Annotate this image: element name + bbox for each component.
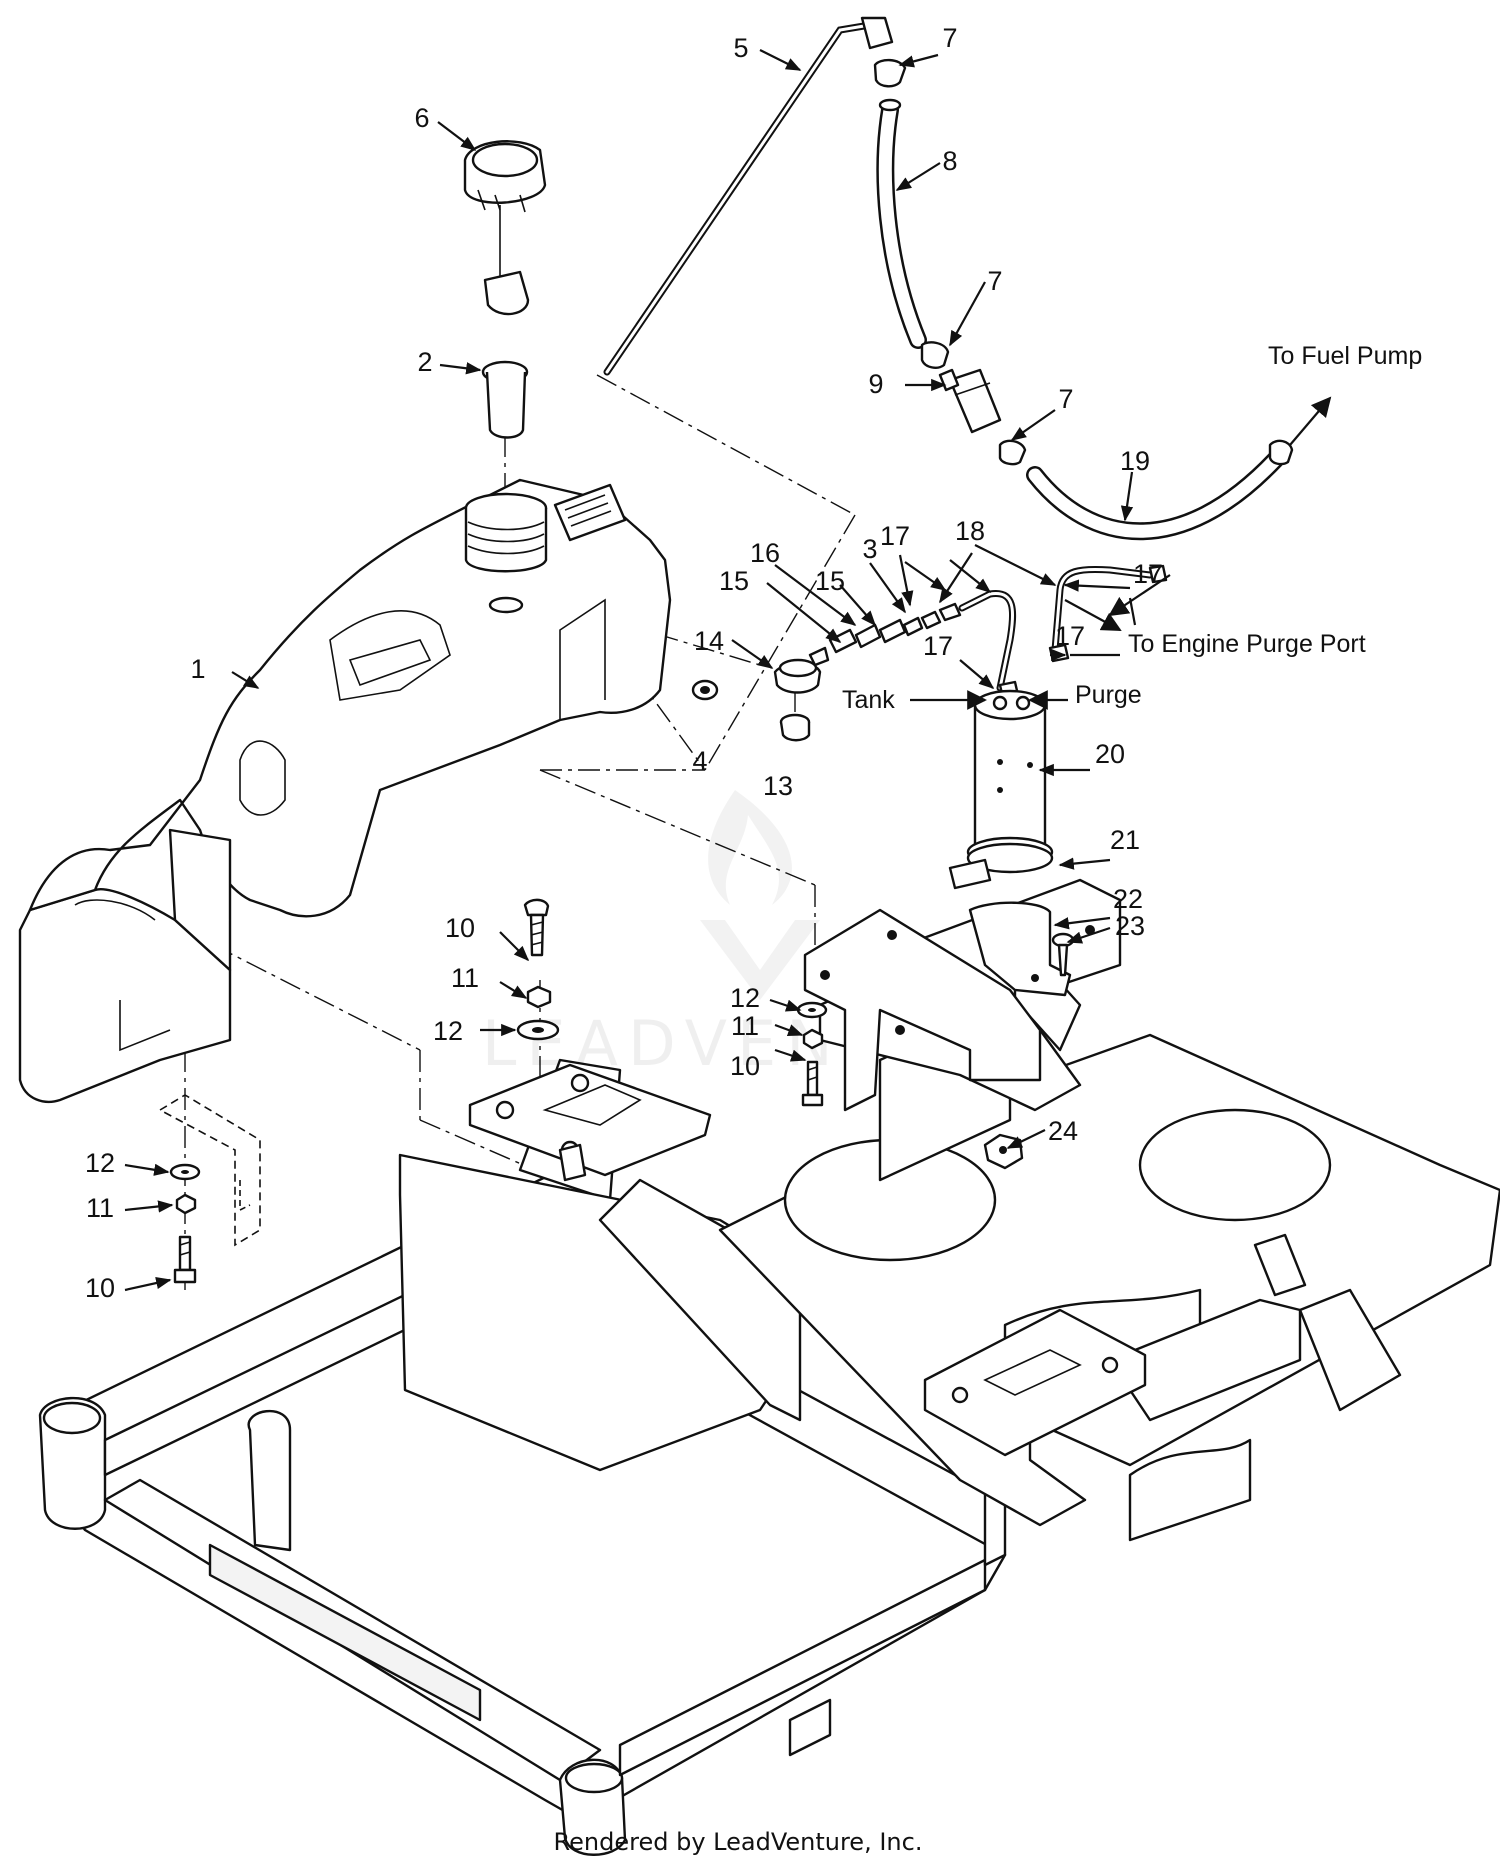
callout-17b: 17 bbox=[1133, 559, 1163, 589]
callout-10a: 10 bbox=[445, 913, 475, 943]
callout-19: 20 bbox=[1095, 739, 1125, 769]
seat-mount-plate-right bbox=[923, 1308, 1147, 1457]
callout-15b: 15 bbox=[815, 566, 845, 596]
fuel-tank bbox=[18, 478, 672, 1103]
callout-7b: 7 bbox=[987, 266, 1002, 296]
fuel-pump-hose bbox=[1026, 439, 1294, 541]
filler-adapter bbox=[481, 360, 529, 439]
callout-11b: 11 bbox=[731, 1011, 759, 1041]
destination-arrows bbox=[910, 396, 1332, 710]
callout-17a: 17 bbox=[880, 521, 910, 551]
callout-21: 21 bbox=[1110, 825, 1140, 855]
canister-bracket bbox=[968, 901, 1072, 997]
canister-clamp bbox=[948, 836, 1054, 890]
callout-8: 8 bbox=[942, 146, 957, 176]
notes: To Fuel Pump To Engine Purge Port Tank P… bbox=[842, 342, 1422, 714]
callout-13: 13 bbox=[763, 771, 793, 801]
callout-20: 19 bbox=[1120, 446, 1150, 476]
seat-mount-plate-left bbox=[468, 1063, 712, 1182]
note-to-fuel-pump: To Fuel Pump bbox=[1268, 342, 1422, 370]
grommet bbox=[691, 679, 719, 701]
callout-9: 9 bbox=[868, 369, 883, 399]
callout-2: 2 bbox=[417, 347, 432, 377]
vent-fittings bbox=[828, 602, 962, 654]
callout-17c: 17 bbox=[923, 631, 953, 661]
callout-14: 14 bbox=[694, 626, 724, 656]
note-to-engine-purge-port: To Engine Purge Port bbox=[1128, 630, 1366, 658]
callout-10c: 10 bbox=[85, 1273, 115, 1303]
hardware-stack-middle bbox=[516, 898, 560, 1041]
callout-7a: 7 bbox=[942, 23, 957, 53]
callout-12c: 12 bbox=[85, 1148, 115, 1178]
callout-labels: 6 2 1 5 7 8 7 9 7 19 14 15 16 15 3 17 18… bbox=[85, 23, 1163, 1303]
callout-5: 5 bbox=[733, 33, 748, 63]
hardware-stack-left bbox=[169, 1163, 201, 1284]
hardware-stack-right bbox=[796, 1001, 828, 1107]
callout-7c: 7 bbox=[1058, 384, 1073, 414]
callout-3: 3 bbox=[862, 534, 877, 564]
callout-12a: 12 bbox=[433, 1016, 463, 1046]
vent-rod bbox=[603, 16, 894, 376]
callout-6: 6 bbox=[414, 103, 429, 133]
note-tank: Tank bbox=[842, 686, 895, 714]
callout-1: 1 bbox=[190, 654, 205, 684]
footer-credit: Rendered by LeadVenture, Inc. bbox=[554, 1828, 923, 1856]
fuel-hose-assembly bbox=[873, 58, 1027, 466]
rollover-valve bbox=[773, 646, 830, 742]
chassis-frame bbox=[38, 878, 1500, 1856]
charcoal-canister bbox=[973, 689, 1047, 863]
callout-10b: 10 bbox=[730, 1051, 760, 1081]
callout-15a: 15 bbox=[719, 566, 749, 596]
callout-16: 16 bbox=[750, 538, 780, 568]
callout-4: 4 bbox=[692, 746, 707, 776]
callout-22: 22 bbox=[1113, 884, 1143, 914]
callout-11a: 11 bbox=[451, 963, 479, 993]
callout-11c: 11 bbox=[86, 1193, 114, 1223]
callout-24: 24 bbox=[1048, 1116, 1078, 1146]
fuel-tank-support-bracket bbox=[803, 908, 1042, 1112]
note-purge: Purge bbox=[1075, 681, 1142, 709]
leader-lines bbox=[124, 49, 1134, 1292]
callout-23: 23 bbox=[1115, 911, 1145, 941]
fuel-cap bbox=[463, 140, 547, 316]
callout-18: 18 bbox=[955, 516, 985, 546]
callout-12b: 12 bbox=[730, 983, 760, 1013]
tank-bracket-left bbox=[158, 1094, 261, 1247]
callout-17d: 17 bbox=[1055, 621, 1085, 651]
